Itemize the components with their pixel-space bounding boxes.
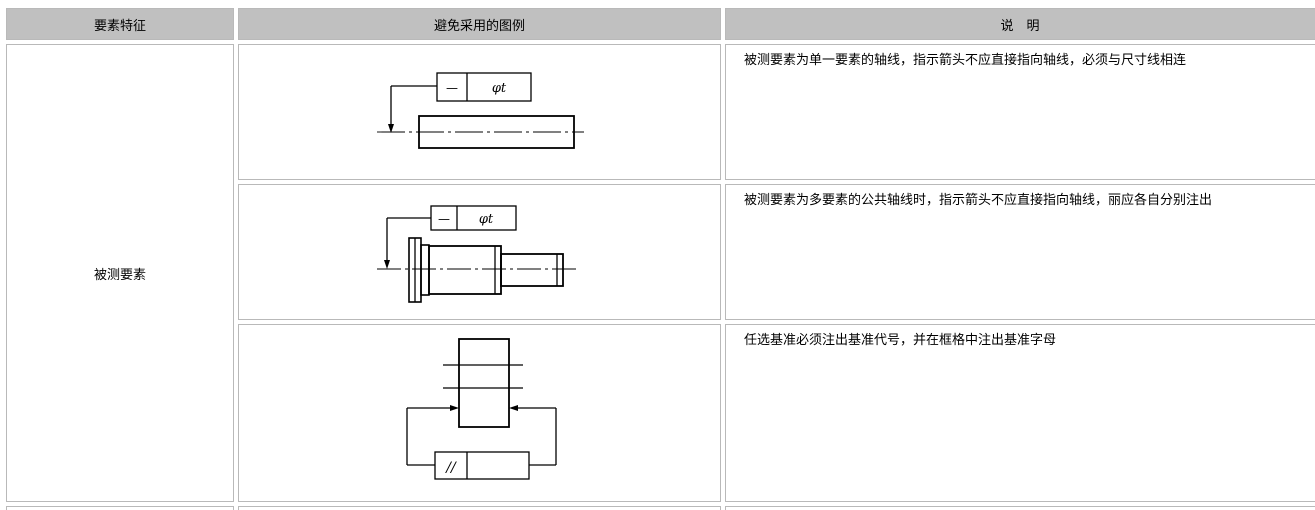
stepped-shaft-common-axis-drawing: — φt bbox=[377, 205, 579, 303]
figure-cell-3: // bbox=[238, 324, 721, 502]
frame-symbol: — bbox=[438, 212, 450, 226]
header-feature-label: 要素特征 bbox=[93, 18, 146, 34]
frame-value: φt bbox=[479, 212, 494, 227]
figure-cell-1: — φt bbox=[238, 44, 721, 180]
description-cell-1: 被测要素为单一要素的轴线，指示箭头不应直接指向轴线，必须与尺寸线相连 bbox=[725, 44, 1315, 180]
header-note-label: 说 明 bbox=[1000, 18, 1040, 34]
header-figure: 避免采用的图例 bbox=[238, 8, 721, 40]
description-text: 被测要素为多要素的公共轴线时，指示箭头不应直接指向轴线，丽应各自分别注出 bbox=[744, 193, 1213, 208]
header-note: 说 明 bbox=[725, 8, 1315, 40]
tolerance-frame bbox=[436, 72, 532, 102]
frame-symbol: — bbox=[446, 81, 458, 95]
arrow-icon bbox=[384, 260, 390, 269]
arrow-icon bbox=[509, 405, 518, 411]
description-text: 被测要素为单一要素的轴线，指示箭头不应直接指向轴线，必须与尺寸线相连 bbox=[744, 53, 1187, 68]
feature-label: 被测要素 bbox=[93, 267, 146, 283]
next-row-description-cell bbox=[725, 506, 1315, 510]
block-outline bbox=[458, 338, 510, 428]
frame-symbol: // bbox=[444, 460, 457, 476]
arrow-icon bbox=[388, 124, 394, 133]
next-row-figure-cell bbox=[238, 506, 721, 510]
description-cell-3: 任选基准必须注出基准代号，并在框格中注出基准字母 bbox=[725, 324, 1315, 502]
figure-cell-2: — φt bbox=[238, 184, 721, 320]
tolerance-frame bbox=[434, 451, 530, 480]
header-feature: 要素特征 bbox=[6, 8, 234, 40]
description-cell-2: 被测要素为多要素的公共轴线时，指示箭头不应直接指向轴线，丽应各自分别注出 bbox=[725, 184, 1315, 320]
header-figure-label: 避免采用的图例 bbox=[433, 18, 525, 34]
single-axis-shaft-drawing: — φt bbox=[377, 72, 584, 149]
block-parallelism-drawing: // bbox=[406, 338, 557, 480]
feature-cell: 被测要素 bbox=[6, 44, 234, 502]
next-row-feature-cell bbox=[6, 506, 234, 510]
frame-value: φt bbox=[492, 81, 507, 96]
description-text: 任选基准必须注出基准代号，并在框格中注出基准字母 bbox=[744, 333, 1057, 348]
arrow-icon bbox=[450, 405, 459, 411]
